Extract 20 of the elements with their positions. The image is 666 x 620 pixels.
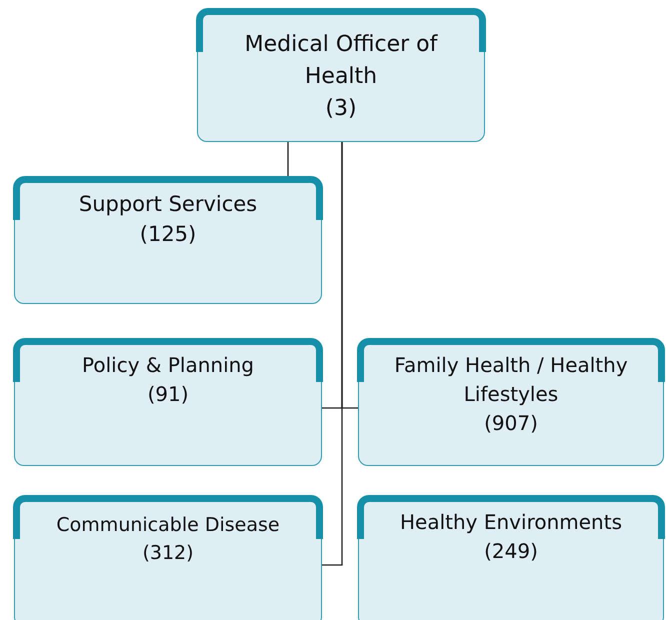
staff-count: (125) [140, 221, 196, 248]
unit-name: Support Services [78, 191, 258, 218]
unit-name: Communicable Disease [56, 513, 280, 538]
org-box [358, 497, 664, 620]
org-box [14, 497, 322, 620]
unit-name: Policy & Planning [82, 352, 254, 379]
unit-name: Healthy Environments [400, 509, 622, 536]
org-box [14, 178, 322, 304]
staff-count: (249) [484, 538, 538, 565]
org-box [358, 340, 664, 466]
org-box [14, 340, 322, 466]
staff-count: (907) [484, 410, 538, 437]
org-box [197, 10, 485, 142]
connector-line [287, 142, 289, 178]
staff-count: (91) [147, 381, 189, 408]
staff-count: (312) [142, 540, 194, 566]
unit-name: Family Health / Healthy Lifestyles [393, 352, 629, 408]
unit-name: Medical Officer of Health [244, 31, 439, 91]
staff-count: (3) [325, 94, 357, 123]
connector-line [322, 142, 343, 566]
